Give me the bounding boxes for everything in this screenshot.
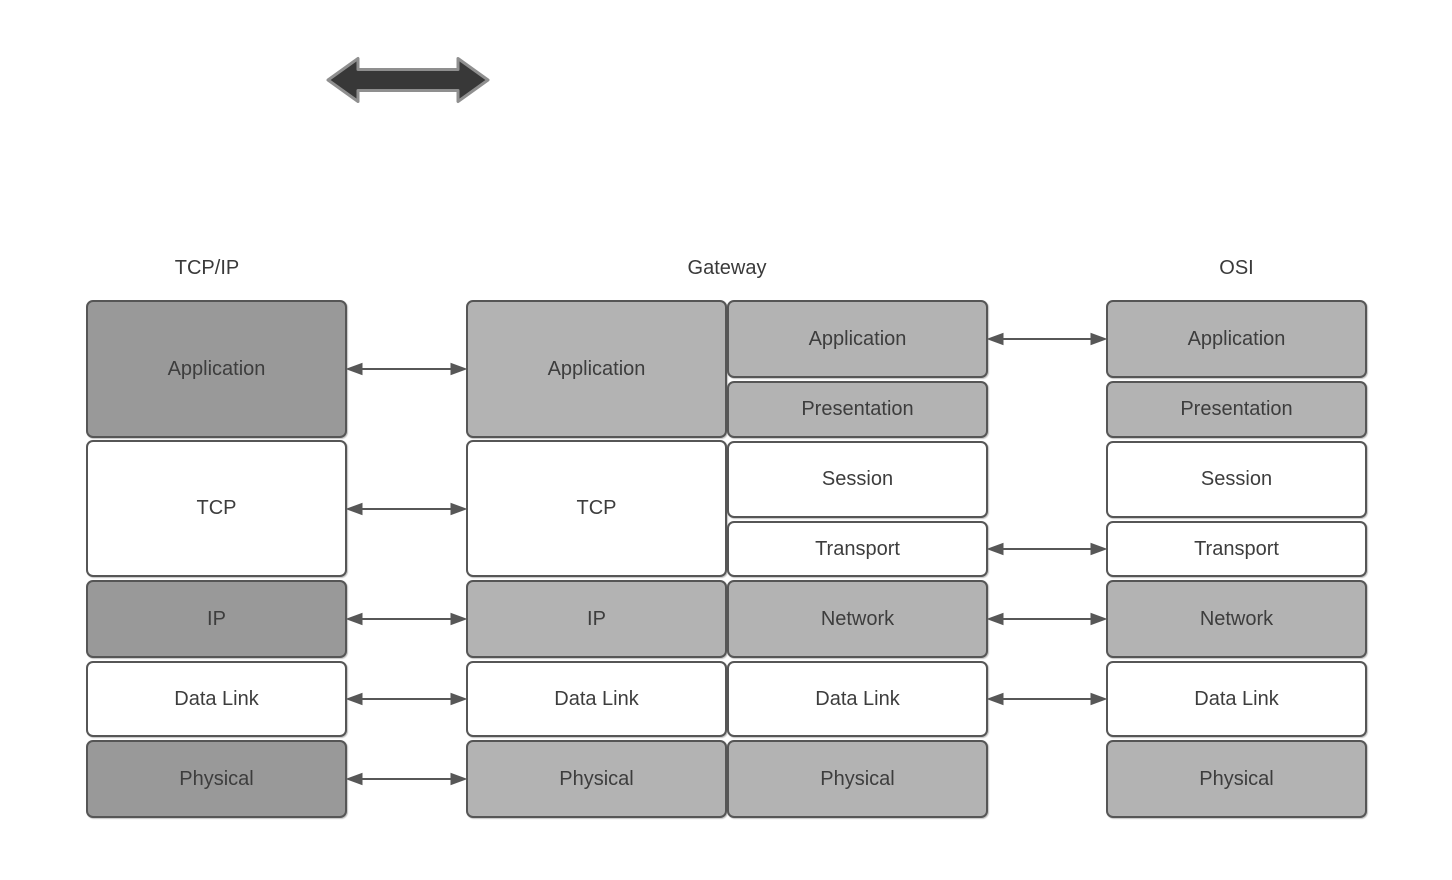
layer-label: Presentation [1180, 398, 1293, 420]
layer-label: Application [547, 357, 646, 380]
layer-box-gateway-left-tcp: TCP [466, 440, 727, 577]
layer-label: TCP [196, 497, 237, 519]
layer-box-osi-transport: Transport [1106, 521, 1367, 577]
arrow-gateway-osi-network [986, 612, 1108, 626]
layer-box-osi-network: Network [1106, 580, 1367, 658]
layer-label: Transport [815, 537, 900, 560]
layer-label: Application [1187, 327, 1286, 350]
layer-label: Transport [1194, 537, 1279, 560]
layer-box-osi-application: Application [1106, 300, 1367, 378]
layer-label: Physical [179, 767, 254, 790]
arrow-tcpip-gateway-application [345, 362, 468, 376]
layer-box-gateway-left-ip: IP [466, 580, 727, 658]
layer-label: Physical [559, 767, 634, 790]
arrow-tcpip-gateway-datalink [345, 692, 468, 706]
arrow-gateway-osi-transport [986, 542, 1108, 556]
layer-label: Data Link [554, 687, 639, 710]
column-header-gateway: Gateway [687, 257, 767, 279]
layer-box-gateway-right-datalink: Data Link [727, 661, 988, 737]
layer-box-gateway-right-session: Session [727, 441, 988, 518]
layer-label: Data Link [815, 687, 900, 710]
layer-box-tcpip-application: Application [86, 300, 347, 438]
layer-label: Session [821, 468, 894, 490]
layer-box-osi-session: Session [1106, 441, 1367, 518]
arrow-tcpip-gateway-tcp [345, 502, 468, 516]
arrow-tcpip-gateway-ip [345, 612, 468, 626]
layer-box-gateway-right-transport: Transport [727, 521, 988, 577]
layer-box-tcpip-physical: Physical [86, 740, 347, 818]
layer-label: IP [587, 607, 606, 630]
column-header-tcpip: TCP/IP [174, 257, 240, 279]
layer-label: Data Link [174, 687, 259, 710]
layer-box-gateway-right-physical: Physical [727, 740, 988, 818]
layer-label: Physical [820, 767, 895, 790]
layer-label: Presentation [801, 398, 914, 420]
arrow-tcpip-gateway-physical [345, 772, 468, 786]
layer-label: Network [820, 607, 895, 630]
layer-label: Network [1199, 607, 1274, 630]
layer-label: IP [207, 607, 226, 630]
layer-box-tcpip-datalink: Data Link [86, 661, 347, 737]
layer-box-osi-presentation: Presentation [1106, 381, 1367, 438]
layer-box-gateway-right-presentation: Presentation [727, 381, 988, 438]
layer-label: Session [1200, 468, 1273, 490]
layer-box-gateway-right-network: Network [727, 580, 988, 658]
layer-label: Application [167, 357, 266, 380]
layer-label: Physical [1199, 767, 1274, 790]
layer-box-gateway-right-application: Application [727, 300, 988, 378]
layer-box-tcpip-ip: IP [86, 580, 347, 658]
layer-label: TCP [576, 497, 617, 519]
layer-box-gateway-left-application: Application [466, 300, 727, 438]
layer-box-tcpip-tcp: TCP [86, 440, 347, 577]
layer-box-gateway-left-physical: Physical [466, 740, 727, 818]
arrow-gateway-osi-application [986, 332, 1108, 346]
column-header-osi: OSI [1219, 257, 1254, 279]
double-arrow-icon [326, 57, 490, 103]
layer-box-osi-datalink: Data Link [1106, 661, 1367, 737]
layer-label: Data Link [1194, 687, 1279, 710]
layer-box-osi-physical: Physical [1106, 740, 1367, 818]
layer-box-gateway-left-datalink: Data Link [466, 661, 727, 737]
layer-label: Application [808, 327, 907, 350]
arrow-gateway-osi-datalink [986, 692, 1108, 706]
